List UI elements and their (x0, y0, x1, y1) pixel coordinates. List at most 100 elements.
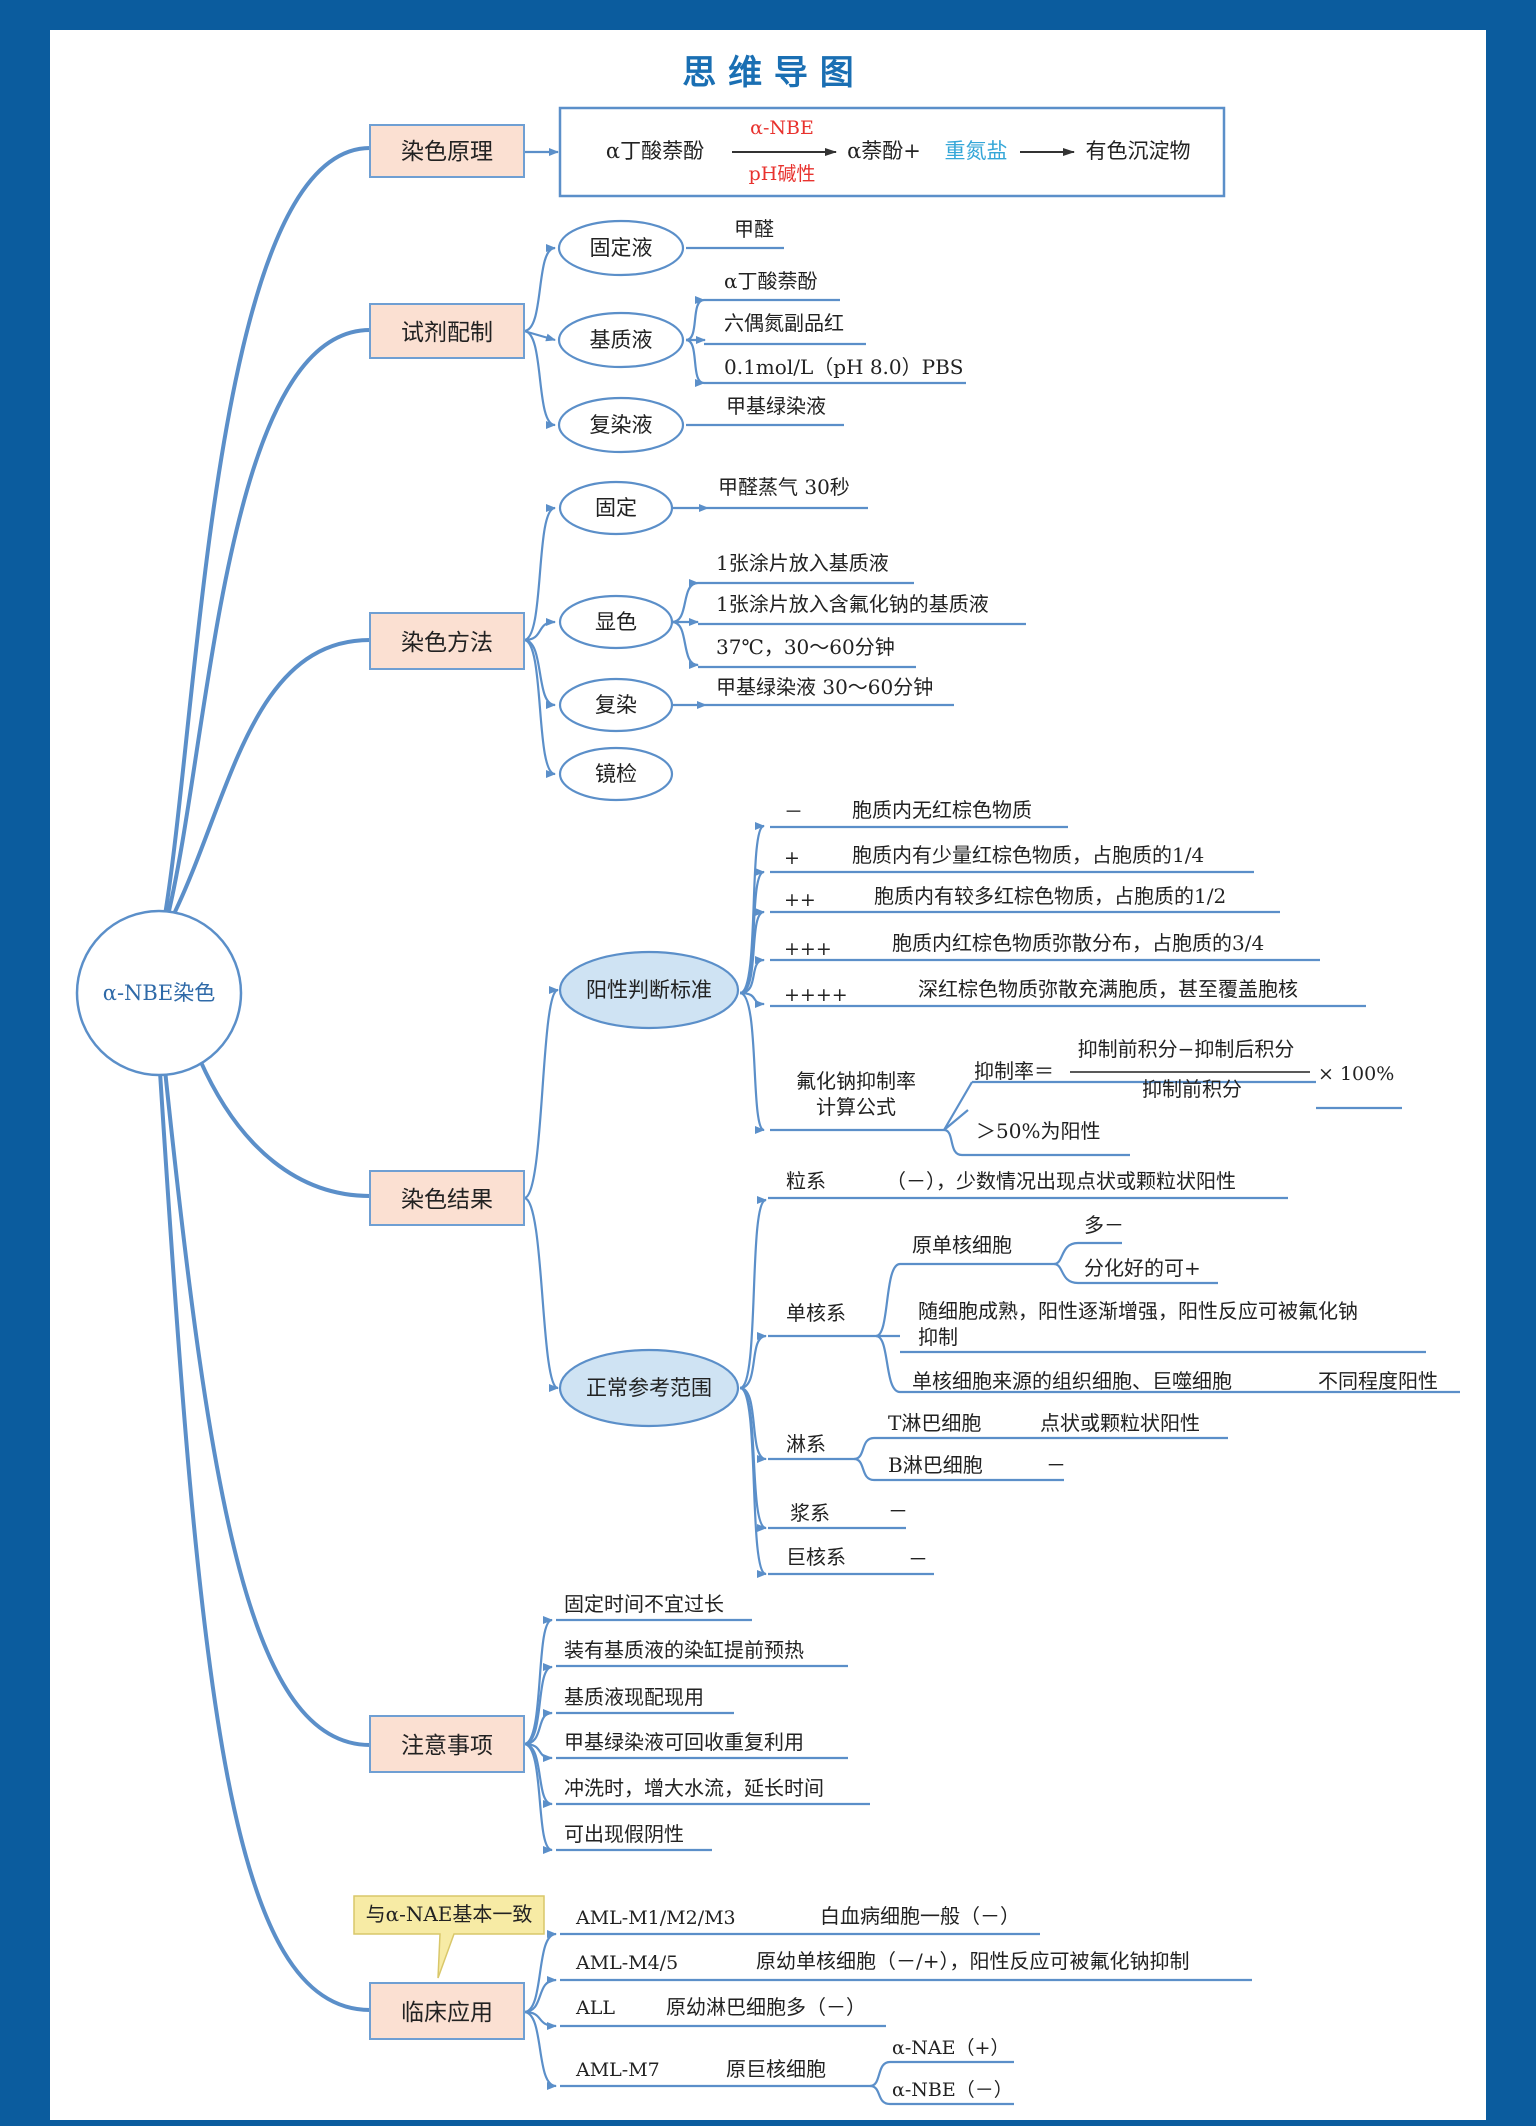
category-principle-label: 染色原理 (401, 139, 493, 165)
granulo-desc: （－），少数情况出现点状或颗粒状阳性 (886, 1169, 1236, 1193)
node-method-develop-label: 显色 (595, 610, 637, 634)
fluoride-label-line1: 氟化钠抑制率 (796, 1069, 916, 1093)
clinical-sub: α-NBE（－） (892, 2079, 1013, 2101)
category-reagent-label: 试剂配制 (401, 320, 493, 346)
formula-salt: 重氮盐 (945, 139, 1008, 163)
node-positive-criteria[interactable]: 阳性判断标准 (558, 950, 740, 1030)
method-develop-item: 37℃，30～60分钟 (716, 635, 895, 659)
reagent-counter-item: 甲基绿染液 (726, 394, 826, 418)
reagent-substrate-item: 0.1mol/L（pH 8.0）PBS (724, 355, 964, 379)
principle-formula: α丁酸萘酚 α-NBE pH碱性 α萘酚+ 重氮盐 有色沉淀物 (558, 106, 1226, 198)
reagent-substrate-item: α丁酸萘酚 (724, 269, 818, 293)
note-item: 冲洗时，增大水流，延长时间 (564, 1776, 824, 1800)
promono-item: 多－ (1084, 1213, 1124, 1237)
root-node[interactable] (75, 909, 243, 1077)
mono-tissue-label: 单核细胞来源的组织细胞、巨噬细胞 (912, 1369, 1232, 1393)
fluoride-factor: × 100% (1318, 1063, 1394, 1085)
clinical-callout-text: 与α-NAE基本一致 (366, 1902, 533, 1926)
b-lympho-desc: － (1046, 1453, 1066, 1477)
method-develop-item: 1张涂片放入含氟化钠的基质液 (716, 592, 989, 616)
mono-label: 单核系 (786, 1301, 846, 1325)
method-counter-item: 甲基绿染液 30～60分钟 (716, 675, 933, 699)
grade-list: － 胞质内无红棕色物质 + 胞质内有少量红棕色物质，占胞质的1/4 ++ 胞质内… (784, 798, 1298, 1006)
grade-sign: ++++ (784, 984, 848, 1006)
page: 思 维 导 图 α-NBE染色 染色原理 试剂配制 染色方法 染色结果 注意事项… (50, 30, 1486, 2120)
node-fix-solution[interactable]: 固定液 (557, 219, 685, 277)
fluoride-formula: 氟化钠抑制率 计算公式 抑制率＝ 抑制前积分−抑制后积分 抑制前积分 × 100… (796, 1037, 1394, 1143)
node-method-counterstain-label: 复染 (595, 693, 637, 717)
node-method-exam[interactable]: 镜检 (558, 746, 674, 802)
node-method-develop[interactable]: 显色 (558, 594, 674, 650)
node-method-fix-label: 固定 (595, 496, 637, 520)
node-normal-range-label: 正常参考范围 (586, 1376, 712, 1400)
fluoride-criterion: ＞50%为阳性 (976, 1119, 1100, 1143)
formula-product: α萘酚+ (847, 139, 921, 163)
grade-sign: － (784, 801, 803, 823)
grade-desc: 胞质内红棕色物质弥散分布，占胞质的3/4 (892, 931, 1264, 955)
category-clinical[interactable]: 临床应用 (369, 1982, 525, 2040)
fluoride-label-line2: 计算公式 (816, 1095, 896, 1119)
connector-lines (158, 146, 1460, 2106)
mega-label: 巨核系 (786, 1545, 846, 1569)
grade-desc: 胞质内有较多红棕色物质，占胞质的1/2 (874, 884, 1226, 908)
node-positive-criteria-label: 阳性判断标准 (586, 978, 712, 1002)
node-normal-range[interactable]: 正常参考范围 (558, 1348, 740, 1428)
fluoride-lhs: 抑制率＝ (974, 1059, 1054, 1083)
promono-label: 原单核细胞 (912, 1233, 1012, 1257)
method-fix-item: 甲醛蒸气 30秒 (718, 475, 850, 499)
category-method[interactable]: 染色方法 (369, 612, 525, 670)
clinical-type: AML-M1/M2/M3 (575, 1907, 736, 1929)
grade-sign: ++ (784, 889, 816, 911)
node-method-fix[interactable]: 固定 (558, 480, 674, 536)
node-fix-solution-label: 固定液 (590, 236, 653, 260)
lympho-label: 淋系 (786, 1432, 826, 1456)
clinical-list: AML-M1/M2/M3 白血病细胞一般（－） AML-M4/5 原幼单核细胞（… (575, 1904, 1190, 2101)
reagent-fix-item: 甲醛 (734, 217, 774, 241)
clinical-sub: α-NAE（+） (892, 2037, 1009, 2059)
page-title: 思 维 导 图 (682, 53, 854, 93)
category-notes[interactable]: 注意事项 (369, 1715, 525, 1773)
clinical-type: AML-M4/5 (575, 1952, 678, 1974)
note-item: 甲基绿染液可回收重复利用 (564, 1730, 804, 1754)
node-counterstain-solution-label: 复染液 (590, 413, 653, 437)
root-label: α-NBE染色 (103, 981, 215, 1005)
promono-item: 分化好的可+ (1084, 1256, 1201, 1280)
fluoride-numerator: 抑制前积分−抑制后积分 (1078, 1037, 1295, 1061)
node-substrate-solution-label: 基质液 (590, 328, 653, 352)
reagent-substrate-item: 六偶氮副品红 (724, 311, 844, 335)
mono-mature-line2: 抑制 (918, 1325, 958, 1349)
node-method-counterstain[interactable]: 复染 (558, 677, 674, 733)
plasma-label: 浆系 (790, 1501, 830, 1525)
grade-sign: +++ (784, 938, 832, 960)
category-reagent[interactable]: 试剂配制 (369, 303, 525, 359)
grade-desc: 胞质内无红棕色物质 (852, 798, 1032, 822)
note-item: 固定时间不宜过长 (564, 1592, 724, 1616)
formula-enzyme: α-NBE (750, 117, 814, 139)
clinical-type: AML-M7 (575, 2059, 660, 2081)
category-notes-label: 注意事项 (401, 1733, 493, 1759)
clinical-desc: 原幼单核细胞（－/+），阳性反应可被氟化钠抑制 (756, 1949, 1190, 1973)
category-method-label: 染色方法 (401, 630, 493, 656)
category-principle[interactable]: 染色原理 (369, 124, 525, 178)
category-result[interactable]: 染色结果 (369, 1170, 525, 1226)
node-counterstain-solution[interactable]: 复染液 (557, 396, 685, 454)
clinical-desc: 原巨核细胞 (726, 2057, 826, 2081)
formula-reactant: α丁酸萘酚 (606, 139, 704, 163)
t-lympho-label: T淋巴细胞 (888, 1411, 981, 1435)
note-item: 装有基质液的染缸提前预热 (564, 1638, 804, 1662)
formula-result: 有色沉淀物 (1086, 139, 1191, 163)
node-method-exam-label: 镜检 (595, 762, 637, 786)
clinical-desc: 白血病细胞一般（－） (820, 1904, 1020, 1928)
mindmap-canvas: 思 维 导 图 α-NBE染色 染色原理 试剂配制 染色方法 染色结果 注意事项… (75, 53, 1460, 2106)
formula-condition: pH碱性 (749, 163, 816, 185)
mono-tissue-desc: 不同程度阳性 (1318, 1369, 1438, 1393)
mono-mature-line1: 随细胞成熟，阳性逐渐增强，阳性反应可被氟化钠 (918, 1299, 1358, 1323)
category-clinical-label: 临床应用 (401, 2000, 493, 2026)
method-develop-item: 1张涂片放入基质液 (716, 551, 889, 575)
notes-list: 固定时间不宜过长 装有基质液的染缸提前预热 基质液现配现用 甲基绿染液可回收重复… (564, 1592, 824, 1846)
grade-sign: + (784, 847, 800, 869)
t-lympho-desc: 点状或颗粒状阳性 (1040, 1411, 1200, 1435)
b-lympho-label: B淋巴细胞 (888, 1453, 983, 1477)
plasma-desc: － (888, 1499, 908, 1523)
node-substrate-solution[interactable]: 基质液 (557, 311, 685, 369)
